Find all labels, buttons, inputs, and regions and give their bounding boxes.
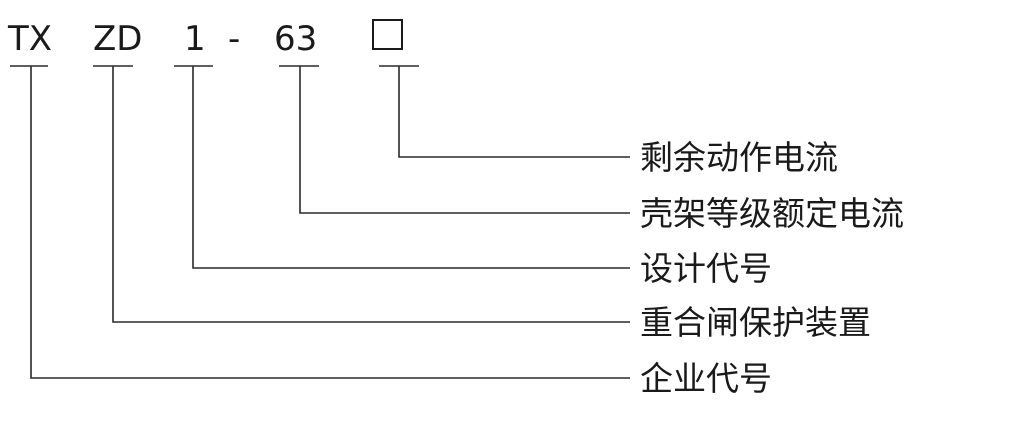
label-residual-operating-current: 剩余动作电流 bbox=[640, 138, 838, 177]
code-segment-dash: - bbox=[228, 19, 240, 59]
label-reclosing-protection-device: 重合闸保护装置 bbox=[640, 303, 871, 342]
leader-residual-current bbox=[398, 66, 630, 158]
leader-design bbox=[192, 66, 630, 269]
code-segment-enterprise: TX bbox=[7, 19, 52, 59]
code-segment-frame-current: 63 bbox=[274, 19, 317, 59]
label-frame-rated-current: 壳架等级额定电流 bbox=[640, 194, 904, 233]
leader-frame-current bbox=[299, 66, 630, 214]
label-design-code: 设计代号 bbox=[640, 249, 772, 288]
leader-reclosing bbox=[112, 66, 630, 323]
label-enterprise-code: 企业代号 bbox=[640, 359, 772, 398]
code-segment-reclosing: ZD bbox=[93, 19, 142, 59]
residual-current-placeholder-box bbox=[372, 19, 403, 50]
code-segment-design: 1 bbox=[184, 19, 206, 59]
leader-enterprise bbox=[30, 66, 630, 379]
